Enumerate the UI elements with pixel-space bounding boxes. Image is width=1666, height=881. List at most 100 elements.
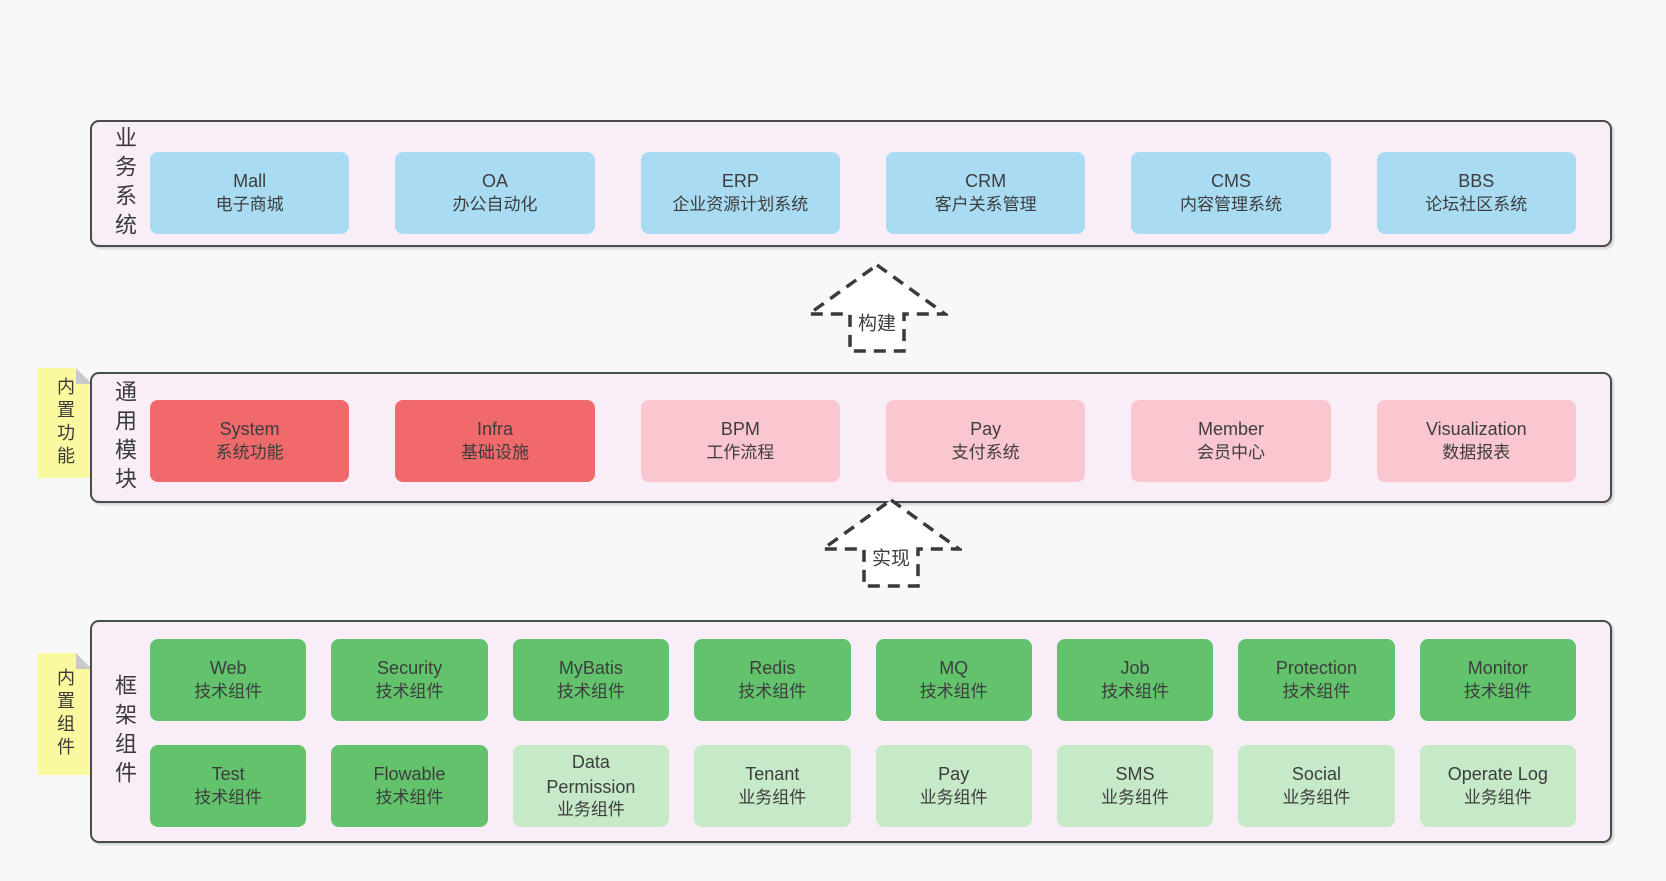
box-security: Security 技术组件 [331, 639, 488, 721]
sticky-note-text: 内置功能 [55, 377, 75, 469]
box-subtitle: 业务组件 [1101, 787, 1170, 807]
box-subtitle: 基础设施 [460, 442, 529, 462]
box-title: Monitor [1467, 658, 1528, 679]
sticky-note-built-in-components: 内置组件 [38, 653, 92, 775]
box-title: Protection [1275, 658, 1357, 679]
business-box-row: Mall 电子商城 OA 办公自动化 ERP 企业资源计划系统 CRM 客户关系… [150, 152, 1576, 234]
box-subtitle: 技术组件 [1282, 681, 1351, 701]
box-title: Infra [476, 419, 513, 440]
box-protection: Protection 技术组件 [1238, 639, 1395, 721]
box-title: Pay [938, 764, 970, 785]
box-title: CMS [1210, 171, 1251, 192]
build-arrow: 构建 [806, 262, 948, 354]
box-subtitle: 技术组件 [919, 681, 988, 701]
box-member: Member 会员中心 [1131, 400, 1331, 482]
box-system: System 系统功能 [150, 400, 350, 482]
box-title: CRM [965, 171, 1007, 192]
business-systems-panel: 业务系统 Mall 电子商城 OA 办公自动化 ERP 企业资源计划系统 CRM… [90, 120, 1612, 247]
box-subtitle: 技术组件 [556, 681, 625, 701]
box-title: SMS [1115, 764, 1155, 785]
box-data-permission: Data Permission 业务组件 [512, 745, 670, 827]
sticky-note-text: 内置组件 [55, 668, 75, 760]
box-subtitle: 工作流程 [706, 442, 775, 462]
box-subtitle: 技术组件 [738, 681, 807, 701]
box-title: Tenant [745, 764, 800, 785]
box-title: Member [1197, 419, 1264, 440]
common-modules-panel: 通用模块 System 系统功能 Infra 基础设施 BPM 工作流程 Pay… [90, 372, 1612, 503]
box-visualization: Visualization 数据报表 [1376, 400, 1576, 482]
box-title: Test [211, 764, 245, 785]
box-social: Social 业务组件 [1238, 745, 1395, 827]
box-subtitle: 客户关系管理 [934, 194, 1037, 214]
box-subtitle: 办公自动化 [452, 194, 538, 214]
box-title: System [219, 419, 280, 440]
box-web: Web 技术组件 [150, 639, 307, 721]
box-title: ERP [721, 171, 759, 192]
box-title: Social [1291, 764, 1341, 785]
panel-label-common-modules: 通用模块 [112, 379, 137, 496]
box-redis: Redis 技术组件 [694, 639, 851, 721]
box-erp: ERP 企业资源计划系统 [640, 152, 840, 234]
arrow-label-implement: 实现 [871, 548, 911, 570]
box-title: Data Permission [546, 752, 636, 797]
up-arrow-icon [806, 262, 948, 353]
box-flowable: Flowable 技术组件 [331, 745, 488, 827]
box-subtitle: 支付系统 [951, 442, 1020, 462]
box-bpm: BPM 工作流程 [640, 400, 840, 482]
box-pay-component: Pay 业务组件 [875, 745, 1032, 827]
box-title: Job [1120, 658, 1150, 679]
box-title: Web [209, 658, 247, 679]
box-subtitle: 会员中心 [1196, 442, 1265, 462]
box-mybatis: MyBatis 技术组件 [512, 639, 670, 721]
box-title: Mall [233, 171, 267, 192]
box-subtitle: 技术组件 [1101, 681, 1170, 701]
box-cms: CMS 内容管理系统 [1131, 152, 1331, 234]
box-title: OA [481, 171, 508, 192]
box-infra: Infra 基础设施 [395, 400, 595, 482]
box-operate-log: Operate Log 业务组件 [1419, 745, 1576, 827]
box-subtitle: 技术组件 [375, 681, 444, 701]
box-job: Job 技术组件 [1056, 639, 1214, 721]
implement-arrow: 实现 [820, 497, 962, 589]
box-title: MyBatis [558, 658, 623, 679]
box-mall: Mall 电子商城 [150, 152, 350, 234]
box-subtitle: 系统功能 [215, 442, 284, 462]
box-test: Test 技术组件 [150, 745, 307, 827]
box-title: MQ [939, 658, 969, 679]
box-title: Flowable [373, 764, 446, 785]
box-subtitle: 内容管理系统 [1179, 194, 1282, 214]
box-title: Operate Log [1447, 764, 1548, 785]
box-subtitle: 业务组件 [1463, 787, 1532, 807]
box-subtitle: 技术组件 [375, 787, 444, 807]
box-subtitle: 业务组件 [556, 799, 625, 819]
arrow-label-build: 构建 [857, 313, 897, 335]
box-mq: MQ 技术组件 [875, 639, 1032, 721]
box-subtitle: 技术组件 [194, 787, 263, 807]
box-sms: SMS 业务组件 [1056, 745, 1214, 827]
box-subtitle: 业务组件 [738, 787, 807, 807]
modules-box-row: System 系统功能 Infra 基础设施 BPM 工作流程 Pay 支付系统… [150, 400, 1576, 482]
box-oa: OA 办公自动化 [395, 152, 595, 234]
sticky-note-built-in-functions: 内置功能 [38, 368, 92, 478]
framework-components-panel: 框架组件 Web 技术组件 Security 技术组件 MyBatis 技术组件… [90, 620, 1612, 843]
panel-label-business-systems: 业务系统 [112, 125, 137, 242]
box-title: Pay [970, 419, 1002, 440]
box-subtitle: 电子商城 [215, 194, 284, 214]
box-subtitle: 技术组件 [1463, 681, 1532, 701]
box-subtitle: 企业资源计划系统 [672, 194, 809, 214]
box-title: BPM [720, 419, 760, 440]
box-title: BBS [1458, 171, 1495, 192]
box-monitor: Monitor 技术组件 [1419, 639, 1576, 721]
framework-box-row-1: Web 技术组件 Security 技术组件 MyBatis 技术组件 Redi… [150, 639, 1576, 721]
panel-label-framework-components: 框架组件 [112, 673, 137, 790]
box-crm: CRM 客户关系管理 [885, 152, 1086, 234]
box-subtitle: 数据报表 [1442, 442, 1511, 462]
box-bbs: BBS 论坛社区系统 [1376, 152, 1576, 234]
framework-box-row-2: Test 技术组件 Flowable 技术组件 Data Permission … [150, 745, 1576, 827]
box-subtitle: 业务组件 [919, 787, 988, 807]
box-title: Redis [749, 658, 796, 679]
box-title: Security [377, 658, 443, 679]
box-subtitle: 论坛社区系统 [1425, 194, 1528, 214]
box-subtitle: 业务组件 [1282, 787, 1351, 807]
box-title: Visualization [1425, 419, 1527, 440]
